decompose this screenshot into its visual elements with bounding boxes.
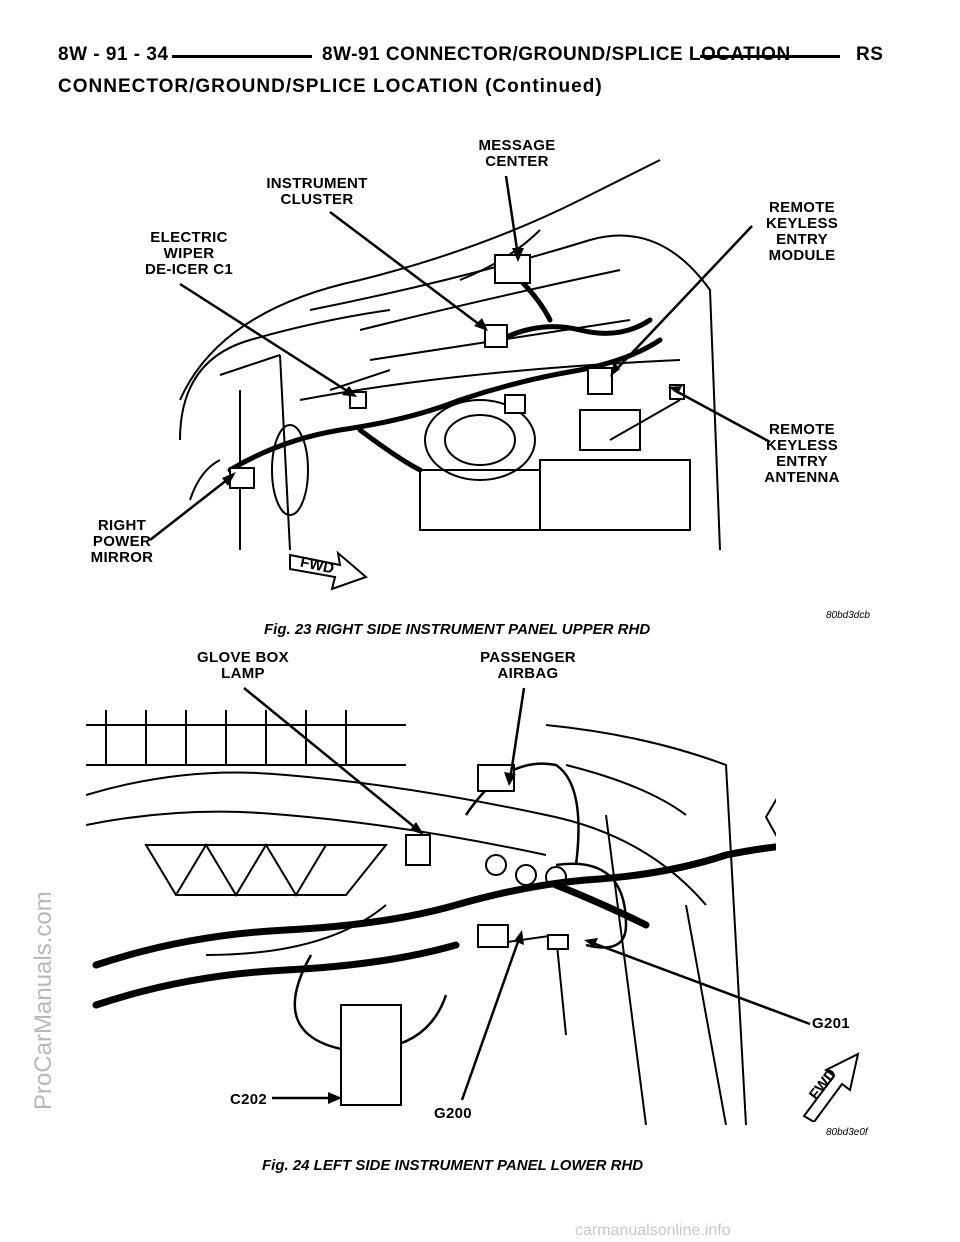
watermark-left: ProCarManuals.com: [30, 891, 57, 1110]
section-title: CONNECTOR/GROUND/SPLICE LOCATION (Contin…: [58, 76, 603, 97]
figure-23-code: 80bd3dcb: [826, 610, 870, 621]
fwd-arrow-icon-2: [802, 1052, 860, 1122]
label-g201: G201: [812, 1015, 850, 1032]
header-rule-right: [700, 55, 840, 58]
page-number: 8W - 91 - 34: [58, 44, 169, 65]
figure-24-illustration: [86, 710, 776, 1125]
figure-23-illustration: [179, 159, 721, 550]
header-rule-left: [172, 55, 312, 58]
figure-23-caption: Fig. 23 RIGHT SIDE INSTRUMENT PANEL UPPE…: [264, 621, 651, 638]
fwd-arrow-icon: [289, 550, 368, 591]
header-section-code: RS: [856, 44, 884, 65]
label-c202: C202: [230, 1091, 268, 1108]
header-title: 8W-91 CONNECTOR/GROUND/SPLICE LOCATION: [322, 44, 791, 65]
figure-24-code: 80bd3e0f: [826, 1127, 868, 1138]
watermark-bottom: carmanualsonline.info: [575, 1222, 731, 1239]
label-g200: G200: [434, 1105, 472, 1122]
figure-23-leaders: [149, 175, 771, 541]
figure-24-caption: Fig. 24 LEFT SIDE INSTRUMENT PANEL LOWER…: [262, 1157, 644, 1174]
figure-24-leaders: [243, 687, 811, 1104]
